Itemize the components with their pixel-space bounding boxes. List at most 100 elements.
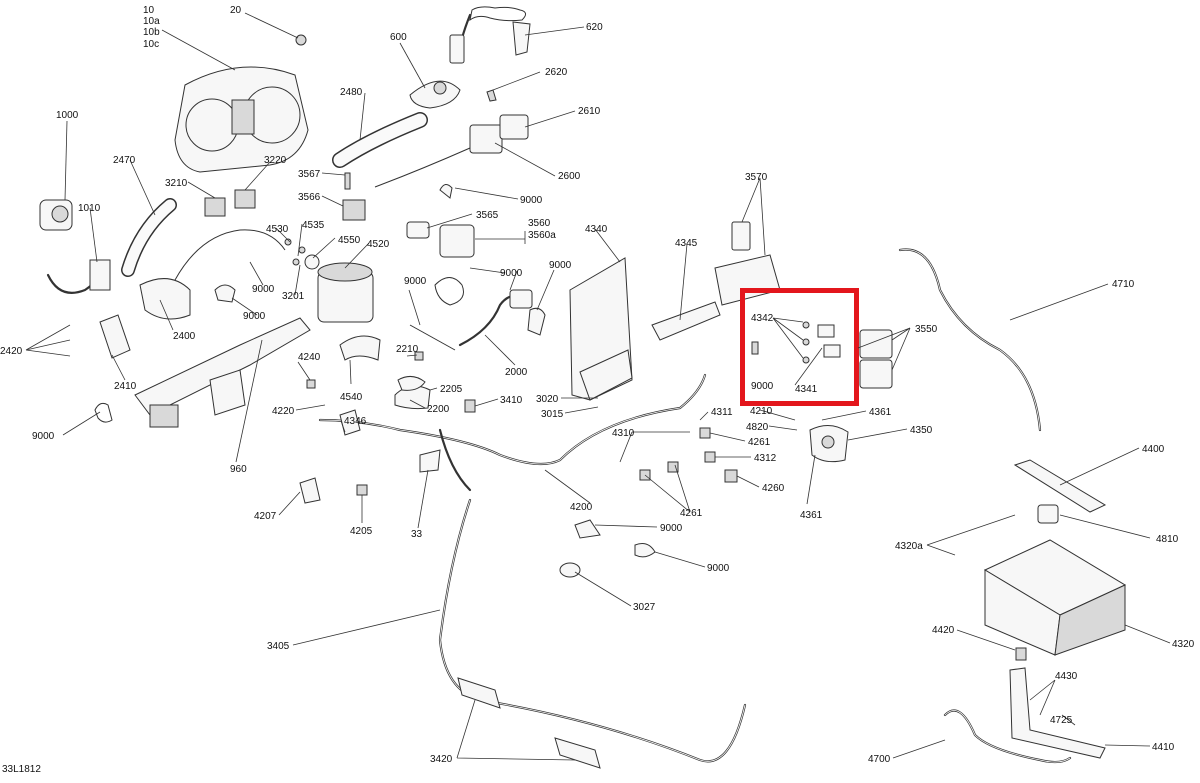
callout-9000-c: 9000 (500, 268, 523, 279)
part-3220 (234, 189, 256, 209)
callout-4240: 4240 (298, 352, 321, 363)
callout-3201: 3201 (282, 291, 305, 302)
callout-3550: 3550 (915, 324, 938, 335)
callout-4207: 4207 (254, 511, 277, 522)
callout-4820: 4820 (746, 422, 769, 433)
callout-9000-h: 9000 (32, 431, 55, 442)
part-20 (295, 34, 307, 46)
callout-2400: 2400 (173, 331, 196, 342)
leader-lines (25, 12, 1171, 761)
callout-3410: 3410 (500, 395, 523, 406)
callout-4350: 4350 (910, 425, 933, 436)
callout-4550: 4550 (338, 235, 361, 246)
callout-2210: 2210 (396, 344, 419, 355)
callout-20: 20 (230, 5, 242, 16)
callout-4430: 4430 (1055, 671, 1078, 682)
callout-2420: 2420 (0, 346, 23, 357)
callout-2000: 2000 (505, 367, 528, 378)
callout-9000-j: 9000 (707, 563, 730, 574)
callout-4341: 4341 (795, 384, 818, 395)
part-3566 (342, 199, 366, 221)
callout-9000-e: 9000 (751, 381, 774, 392)
callout-4310: 4310 (612, 428, 635, 439)
callout-4320: 4320 (1172, 639, 1195, 650)
callout-3560a: 3560a (528, 230, 556, 241)
callout-3015: 3015 (541, 409, 564, 420)
part-4520 (317, 262, 374, 323)
callout-4205: 4205 (350, 526, 373, 537)
callout-4346: 4346 (344, 416, 367, 427)
callout-4220: 4220 (272, 406, 295, 417)
callout-3567: 3567 (298, 169, 321, 180)
callout-4535: 4535 (302, 220, 325, 231)
callout-4261-a: 4261 (748, 437, 771, 448)
callout-4361-b: 4361 (800, 510, 823, 521)
callout-10c: 10c (143, 39, 159, 50)
callout-33: 33 (411, 529, 423, 540)
callout-3020: 3020 (536, 394, 559, 405)
callout-9000-f: 9000 (252, 284, 275, 295)
callout-10a: 10a (143, 16, 160, 27)
callout-3420: 3420 (430, 754, 453, 765)
callout-10: 10 (143, 5, 155, 16)
callout-9000-a: 9000 (520, 195, 543, 206)
instrument-cluster (174, 66, 309, 173)
callout-4311: 4311 (711, 407, 733, 418)
callout-4200: 4200 (570, 502, 593, 513)
callout-4700: 4700 (868, 754, 891, 765)
callout-9000-i: 9000 (660, 523, 683, 534)
callout-4312: 4312 (754, 453, 777, 464)
diagram-id: 33L1812 (2, 764, 41, 775)
callout-4342: 4342 (751, 313, 774, 324)
tether-assembly (409, 6, 531, 109)
callout-3027: 3027 (633, 602, 656, 613)
callout-4520: 4520 (367, 239, 390, 250)
callout-4410: 4410 (1152, 742, 1175, 753)
callout-4725: 4725 (1050, 715, 1073, 726)
part-3560 (439, 224, 475, 258)
callout-3210: 3210 (165, 178, 188, 189)
callout-2470: 2470 (113, 155, 136, 166)
callout-2610: 2610 (578, 106, 601, 117)
callout-4320a: 4320a (895, 541, 923, 552)
parts-artwork (39, 6, 1127, 769)
callout-1010: 1010 (78, 203, 101, 214)
callout-9000-d: 9000 (404, 276, 427, 287)
callout-2205: 2205 (440, 384, 463, 395)
part-3210 (204, 197, 226, 217)
callout-600: 600 (390, 32, 407, 43)
part-2620 (486, 89, 497, 102)
callout-9000-g: 9000 (243, 311, 266, 322)
part-2410 (99, 314, 131, 359)
callout-3565: 3565 (476, 210, 499, 221)
callout-2200: 2200 (427, 404, 450, 415)
callout-4345: 4345 (675, 238, 698, 249)
highlight-box (740, 288, 859, 406)
callout-labels: 10 10a 10b 10c 20 600 620 2620 2610 2600… (0, 5, 1195, 775)
callout-2620: 2620 (545, 67, 568, 78)
callout-4530: 4530 (266, 224, 289, 235)
callout-9000-b: 9000 (549, 260, 572, 271)
callout-3220: 3220 (264, 155, 287, 166)
callout-4420: 4420 (932, 625, 955, 636)
callout-4260: 4260 (762, 483, 785, 494)
callout-1000: 1000 (56, 110, 79, 121)
callout-4361-a: 4361 (869, 407, 892, 418)
callout-4340: 4340 (585, 224, 608, 235)
callout-3405: 3405 (267, 641, 290, 652)
callout-2480: 2480 (340, 87, 363, 98)
callout-4261-b: 4261 (680, 508, 703, 519)
callout-4540: 4540 (340, 392, 363, 403)
callout-620: 620 (586, 22, 603, 33)
part-3567 (344, 172, 351, 190)
callout-4710: 4710 (1112, 279, 1135, 290)
callout-4810: 4810 (1156, 534, 1179, 545)
callout-3560: 3560 (528, 218, 551, 229)
battery-4320 (983, 539, 1127, 656)
callout-3566: 3566 (298, 192, 321, 203)
callout-4400: 4400 (1142, 444, 1165, 455)
callout-4210: 4210 (750, 406, 773, 417)
callout-3570: 3570 (745, 172, 768, 183)
callout-2600: 2600 (558, 171, 581, 182)
